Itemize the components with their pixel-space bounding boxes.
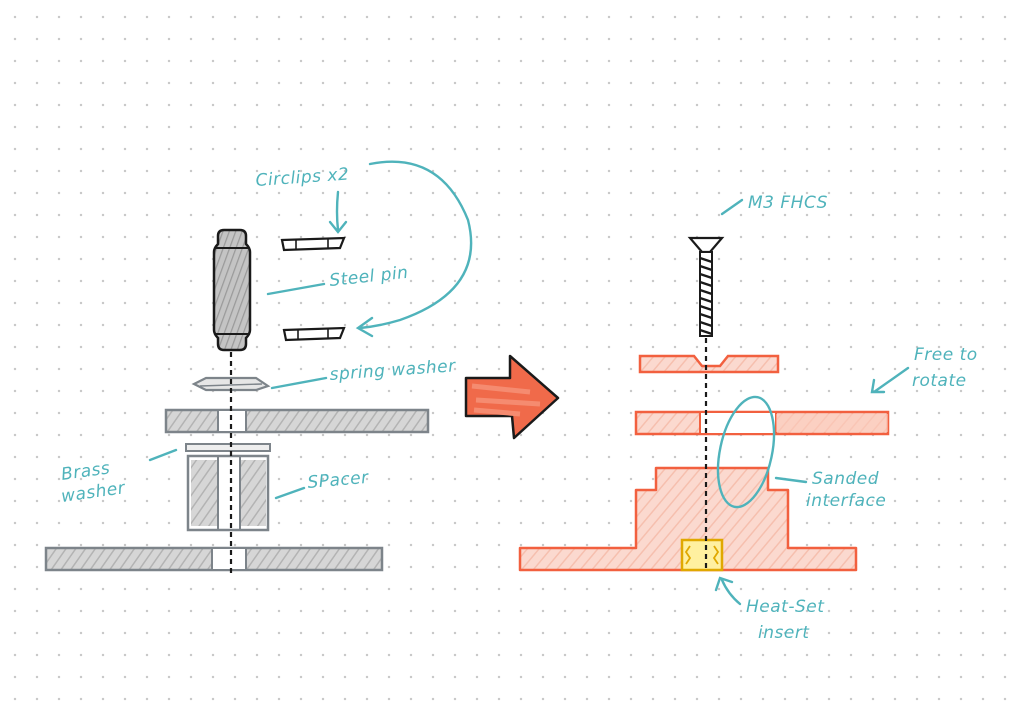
top-plate-gray — [164, 408, 430, 434]
base-body-orange — [518, 466, 858, 572]
label-heat-line2: insert — [758, 623, 810, 643]
heat-set-arrow — [714, 576, 742, 606]
circlips-arrow — [328, 190, 348, 234]
label-sanded-line1: Sanded — [812, 469, 879, 489]
brass-washer — [185, 443, 271, 452]
sanded-ellipse — [716, 395, 776, 509]
label-spacer: SPacer — [307, 468, 370, 493]
label-sanded-line2: interface — [806, 491, 886, 511]
sanded-leader — [774, 476, 808, 484]
circlip-bottom — [282, 326, 346, 342]
brass-washer-leader — [148, 448, 178, 462]
steel-pin — [212, 228, 252, 352]
label-spring-washer: spring washer — [329, 356, 457, 385]
left-assembly — [44, 228, 430, 574]
label-steel-pin: Steel pin — [328, 263, 409, 291]
base-plate-gray — [44, 546, 384, 572]
transition-arrow — [464, 354, 560, 440]
circlip-top — [280, 236, 346, 252]
heat-set-insert — [680, 538, 724, 572]
annotations — [148, 160, 910, 606]
m3-leader — [720, 198, 744, 216]
free-rotate-arrow — [870, 366, 910, 394]
label-circlips: Circlips x2 — [255, 164, 350, 190]
spacer — [186, 454, 270, 532]
label-heat-line1: Heat-Set — [746, 597, 825, 617]
top-cap-orange — [638, 354, 780, 374]
label-m3-fhcs: M3 FHCS — [748, 193, 828, 213]
spacer-leader — [274, 486, 306, 500]
label-free-line2: rotate — [912, 371, 967, 391]
spring-washer-leader — [270, 376, 328, 390]
circlips-curve-arrow — [355, 160, 473, 338]
steel-pin-leader — [266, 282, 326, 296]
right-assembly — [518, 236, 890, 572]
label-free-line1: Free to — [914, 345, 978, 365]
m3-screw — [687, 236, 725, 337]
rotating-plate-orange — [634, 410, 890, 436]
